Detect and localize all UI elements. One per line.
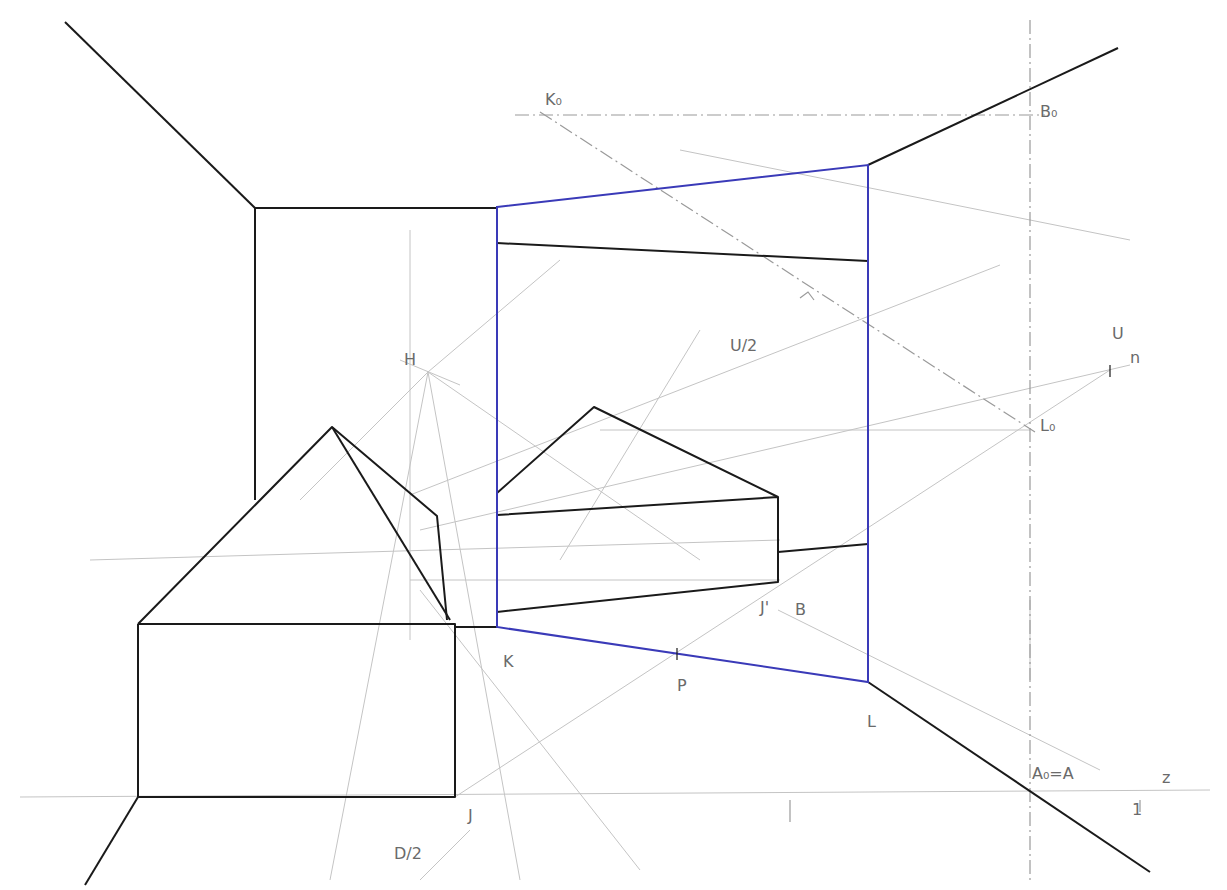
point-label: L <box>867 714 876 730</box>
point-label: 1 <box>1132 802 1142 818</box>
point-label: K <box>503 654 514 670</box>
point-label: J <box>468 808 473 824</box>
point-label: A₀=A <box>1032 766 1074 782</box>
point-label: P <box>677 678 687 694</box>
auxiliary-axes <box>515 20 1140 880</box>
point-label: B₀ <box>1040 104 1057 120</box>
point-label: B <box>795 602 806 618</box>
room-and-houses <box>65 22 1150 885</box>
point-label: H <box>404 352 416 368</box>
point-label: n <box>1130 350 1140 366</box>
construction-lines <box>20 150 1210 880</box>
point-ticks <box>677 365 1110 660</box>
point-label: U <box>1112 326 1124 342</box>
point-label: D/2 <box>394 846 422 862</box>
point-label: L₀ <box>1040 418 1055 434</box>
point-label: U/2 <box>730 338 757 354</box>
point-label: K₀ <box>545 92 562 108</box>
point-label: z <box>1162 770 1170 786</box>
mirror-outline <box>497 165 868 682</box>
point-label: J' <box>760 600 769 616</box>
